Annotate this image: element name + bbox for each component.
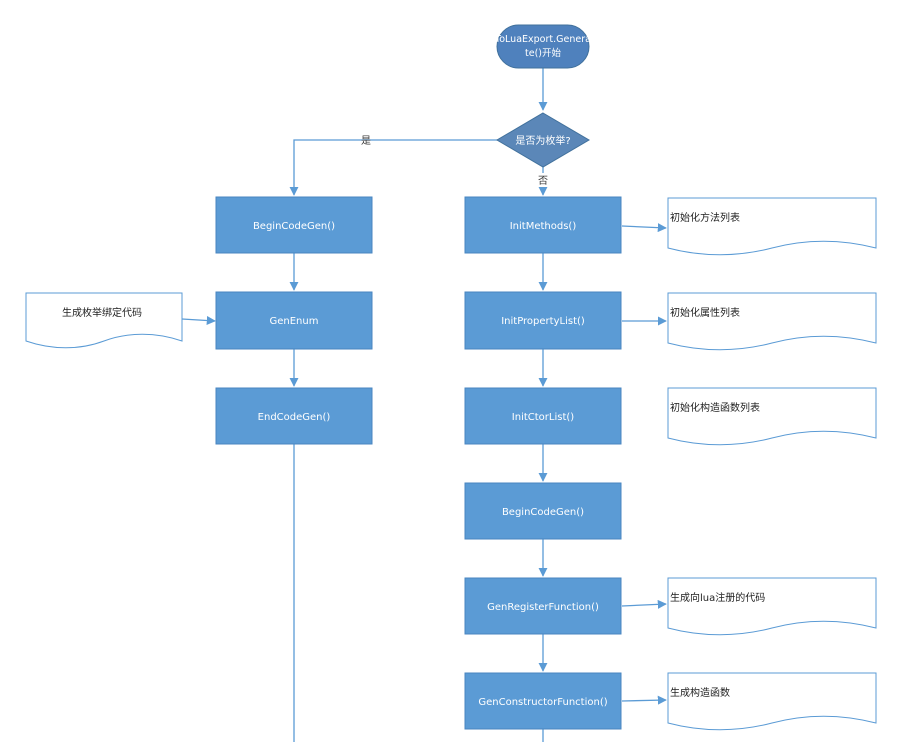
edge-label-no: 否 <box>538 175 548 187</box>
note-enum-label: 生成枚举绑定代码 <box>62 306 142 319</box>
note-shape-property <box>667 292 877 351</box>
note-shape-constructor <box>667 672 877 731</box>
edge-label-yes: 是 <box>361 135 371 147</box>
note-methods-label: 初始化方法列表 <box>670 211 740 224</box>
start-label-line2: te()开始 <box>525 47 561 59</box>
decision-label: 是否为枚举? <box>515 134 570 147</box>
process-label: GenRegisterFunction() <box>487 602 599 613</box>
note-shape-methods <box>667 197 877 256</box>
edge-decision-yes <box>289 139 498 196</box>
process-left-end-codegen: EndCodeGen() <box>215 387 373 445</box>
process-init-ctor-list: InitCtorList() <box>464 387 622 445</box>
process-label: InitPropertyList() <box>501 316 585 327</box>
connectors <box>181 68 667 742</box>
start-label-line1: ToLuaExport.Genera <box>494 34 591 45</box>
edge-note-methods <box>621 223 667 233</box>
process-init-property-list: InitPropertyList() <box>464 291 622 350</box>
process-gen-register-function: GenRegisterFunction() <box>464 577 622 635</box>
process-label: GenEnum <box>270 316 319 327</box>
process-label: InitCtorList() <box>512 412 575 423</box>
process-right-begin-codegen: BeginCodeGen() <box>464 482 622 540</box>
process-label: BeginCodeGen() <box>253 221 335 232</box>
process-label: BeginCodeGen() <box>502 507 584 518</box>
note-shape-register <box>667 577 877 636</box>
edge-note-constructor <box>621 695 667 705</box>
process-label: InitMethods() <box>510 221 577 232</box>
decision-is-enum: 是否为枚举? <box>496 112 590 168</box>
process-left-begin-codegen: BeginCodeGen() <box>215 196 373 254</box>
process-init-methods: InitMethods() <box>464 196 622 254</box>
process-gen-constructor-function: GenConstructorFunction() <box>464 672 622 730</box>
process-left-gen-enum: GenEnum <box>215 291 373 350</box>
note-ctor-label: 初始化构造函数列表 <box>670 401 760 414</box>
note-constructor-label: 生成构造函数 <box>670 686 730 699</box>
note-shape-enum <box>25 292 183 349</box>
edge-note-enum <box>181 315 216 326</box>
note-property-label: 初始化属性列表 <box>670 306 740 319</box>
edge-note-register <box>621 599 667 609</box>
note-shape-ctor <box>667 387 877 446</box>
process-label: GenConstructorFunction() <box>478 697 607 708</box>
note-register-label: 生成向lua注册的代码 <box>670 591 765 604</box>
process-label: EndCodeGen() <box>258 412 331 423</box>
start-terminator: ToLuaExport.Genera te()开始 <box>494 24 591 69</box>
